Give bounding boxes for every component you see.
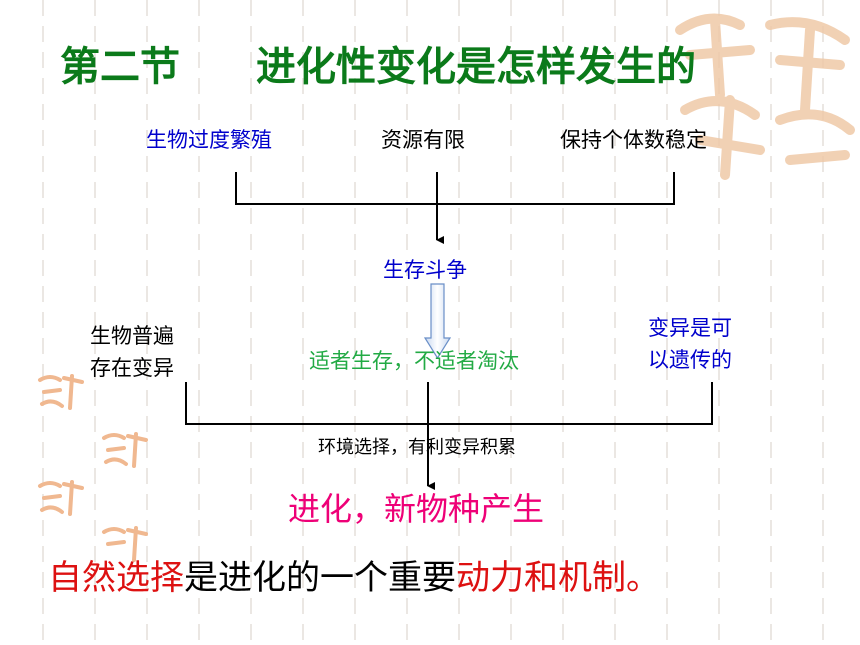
label-variation-line2: 存在变异	[90, 356, 174, 380]
bracket-top	[235, 172, 675, 205]
label-survival: 适者生存，不适者淘汰	[309, 349, 519, 373]
title-topic: 进化性变化是怎样发生的	[256, 44, 696, 90]
label-environment: 环境选择，有利变异积累	[318, 437, 516, 458]
conclusion-part1: 自然选择	[48, 558, 184, 598]
seal-logo-small-1	[38, 374, 84, 410]
conclusion-part2: 是进化的一个重要	[184, 558, 456, 598]
label-result: 进化，新物种产生	[288, 490, 545, 528]
seal-logo-small-3	[38, 480, 84, 516]
label-heritable-line1: 变异是可	[648, 316, 732, 340]
page-title: 第二节 进化性变化是怎样发生的	[60, 34, 696, 92]
conclusion-part3: 动力和机制。	[456, 558, 660, 598]
seal-logo-small-2	[102, 432, 148, 468]
label-heritable: 变异是可 以遗传的	[648, 312, 732, 376]
seal-logo-small-4	[102, 526, 148, 562]
conclusion-sentence: 自然选择是进化的一个重要动力和机制。	[48, 550, 660, 599]
label-variation-line1: 生物普遍	[90, 324, 174, 348]
label-overproduction: 生物过度繁殖	[146, 128, 272, 152]
title-section: 第二节	[60, 44, 180, 90]
label-limited-resources: 资源有限	[381, 128, 465, 152]
label-variation: 生物普遍 存在变异	[90, 320, 174, 384]
seal-logo-large	[675, 13, 855, 180]
bracket-bottom	[185, 382, 713, 425]
hollow-arrow	[423, 283, 452, 360]
label-stable-population: 保持个体数稳定	[560, 128, 707, 152]
label-heritable-line2: 以遗传的	[648, 348, 732, 372]
label-struggle: 生存斗争	[383, 258, 467, 282]
